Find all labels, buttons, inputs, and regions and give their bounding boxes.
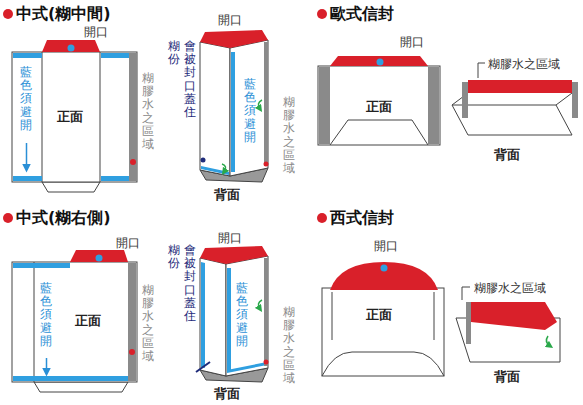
face-label: 背面 [494,368,520,386]
flap-note: 會被封口蓋住 [184,40,196,119]
opening-label: 開口 [116,235,140,252]
face-label: 正面 [57,108,83,126]
avoid-note: 藍色須避開 [20,66,32,132]
glue-note: 糊膠水之區域 [142,284,154,363]
flap-note: 糊份， [168,40,180,66]
face-label: 背面 [214,385,240,403]
face-label: 背面 [214,186,240,204]
opening-label: 開口 [400,34,424,51]
flap-note: 糊份， [168,244,180,270]
avoid-note: 藍色須避開 [40,282,52,348]
flap-note: 會被封口蓋住 [184,244,196,323]
avoid-note: 藍色須避開 [236,282,248,348]
opening-label: 開口 [218,230,242,247]
section-title: 中式(糊中間) [16,4,111,25]
glue-note: 糊膠水之區域 [474,280,546,297]
opening-label: 開口 [84,24,108,41]
glue-note: 糊膠水之區域 [283,306,295,385]
glue-note: 糊膠水之區域 [283,96,295,175]
face-label: 背面 [494,146,520,164]
glue-note: 糊膠水之區域 [142,72,154,151]
face-label: 正面 [366,306,392,324]
section-title: 歐式信封 [330,4,394,25]
glue-note: 糊膠水之區域 [488,56,560,73]
face-label: 正面 [366,98,392,116]
section-title: 西式信封 [330,208,394,229]
opening-label: 開口 [218,12,242,29]
section-title: 中式(糊右側) [16,208,111,229]
avoid-note: 藍色須避開 [244,78,256,144]
opening-label: 開口 [374,238,398,255]
face-label: 正面 [75,312,101,330]
